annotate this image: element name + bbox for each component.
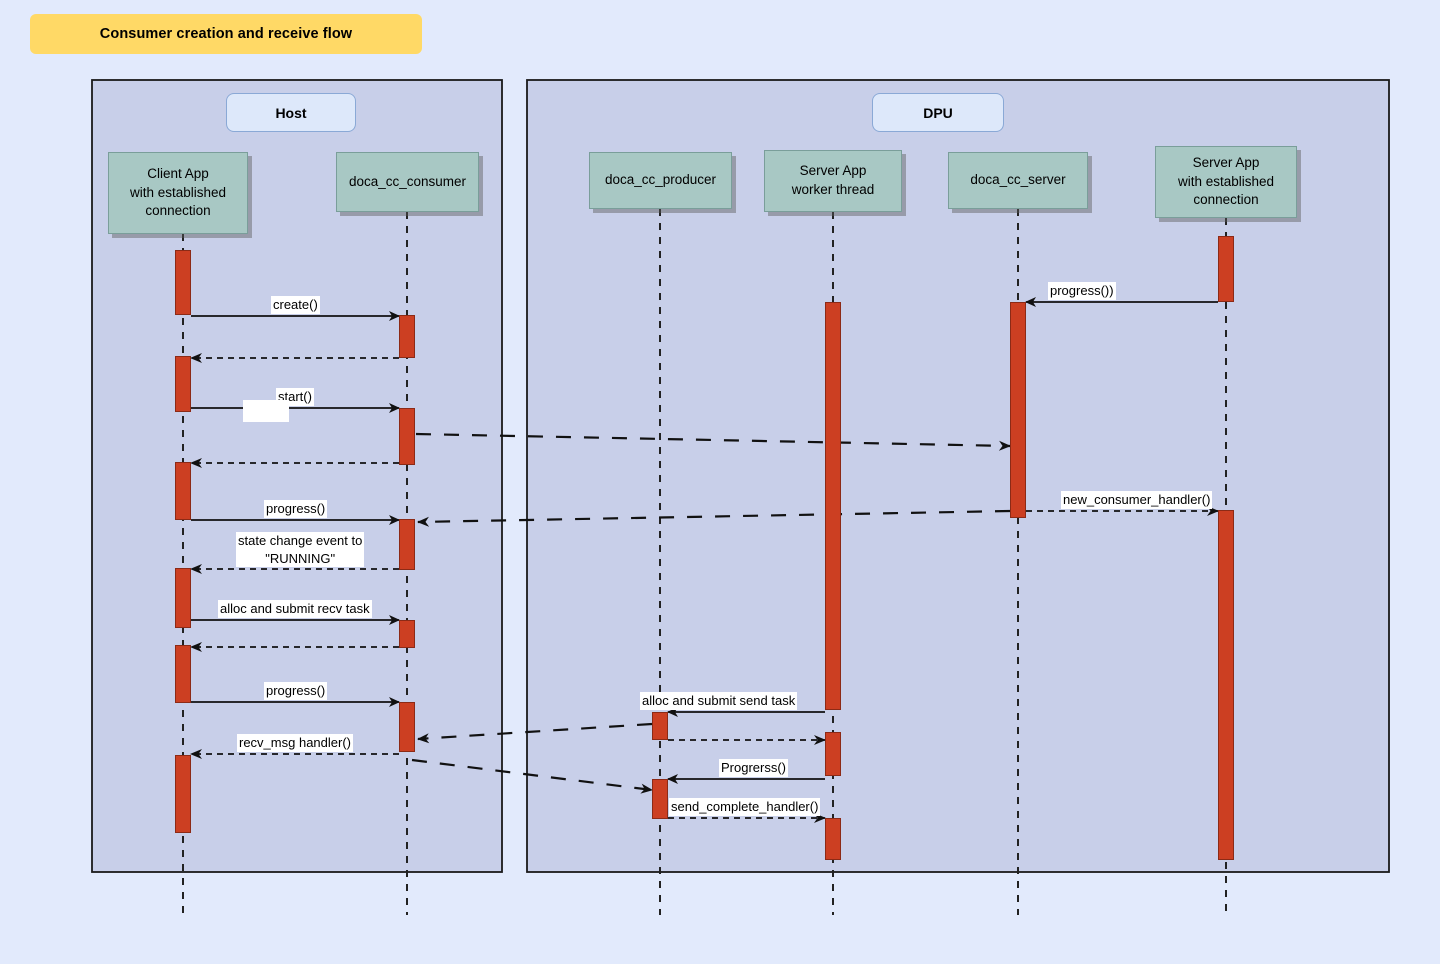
activation-bar-client-app — [175, 645, 191, 703]
participant-label: Client App with established connection — [129, 166, 227, 219]
activation-bar-doca-cc-server — [1010, 302, 1026, 518]
participant-doca-cc-producer: doca_cc_producer — [589, 152, 732, 209]
participant-doca-cc-server: doca_cc_server — [948, 152, 1088, 209]
participant-label: doca_cc_server — [970, 172, 1066, 188]
message-label-alloc-submit-send-task: alloc and submit send task — [640, 692, 798, 710]
message-label-alloc-submit-recv-task: alloc and submit recv task — [218, 600, 372, 618]
message-label-progress-host: progress() — [264, 500, 328, 518]
activation-bar-server-app-worker-thread — [825, 732, 841, 776]
message-label-state-change-event: state change event to "RUNNING" — [236, 532, 365, 568]
activation-bar-doca-cc-consumer — [399, 315, 415, 358]
message-arrow-server-to-consumer-async — [417, 509, 1011, 527]
participant-client-app: Client App with established connection — [108, 152, 248, 234]
diagram-title: Consumer creation and receive flow — [99, 26, 353, 42]
frame-label-dpu: DPU — [872, 93, 1004, 132]
participant-doca-cc-consumer: doca_cc_consumer — [336, 152, 479, 212]
message-label-progrerss: Progrerss() — [719, 759, 789, 777]
message-arrow-consumer-to-producer-async — [411, 758, 653, 794]
frame-label-host: Host — [226, 93, 356, 132]
messages-group — [190, 297, 1219, 823]
participant-label: Server App with established connection — [1177, 155, 1275, 208]
activation-bar-doca-cc-consumer — [399, 519, 415, 570]
message-label-send-complete-handler: send_complete_handler() — [669, 798, 821, 816]
activation-bar-client-app — [175, 356, 191, 412]
diagram-title-banner: Consumer creation and receive flow — [30, 14, 422, 54]
activation-bar-server-app-connection — [1218, 236, 1234, 302]
activation-bar-doca-cc-consumer — [399, 620, 415, 648]
participant-label: Server App worker thread — [791, 163, 875, 197]
participant-server-app-connection: Server App with established connection — [1155, 146, 1297, 218]
activation-bar-client-app — [175, 755, 191, 833]
message-label-recv-msg-handler: recv_msg handler() — [237, 734, 353, 752]
activation-bar-doca-cc-producer — [652, 712, 668, 740]
activation-bar-client-app — [175, 568, 191, 628]
activation-bar-server-app-worker-thread — [825, 302, 841, 710]
activation-bar-client-app — [175, 250, 191, 315]
activation-bar-server-app-connection — [1218, 510, 1234, 860]
message-label-progress-host-2: progress() — [264, 682, 328, 700]
start-label-blank-box — [243, 400, 289, 422]
message-label-create: create() — [271, 296, 320, 314]
activation-bar-doca-cc-producer — [652, 779, 668, 819]
participant-label: doca_cc_producer — [604, 172, 717, 188]
activation-bar-server-app-worker-thread — [825, 818, 841, 860]
activation-bar-doca-cc-consumer — [399, 702, 415, 752]
message-label-new-consumer-handler: new_consumer_handler() — [1061, 491, 1213, 509]
activation-bar-client-app — [175, 462, 191, 520]
participant-label: doca_cc_consumer — [348, 173, 467, 189]
activation-bar-doca-cc-consumer — [399, 408, 415, 465]
message-label-progress-server-rpc: progress()) — [1048, 282, 1116, 300]
participant-server-app-worker-thread: Server App worker thread — [764, 150, 902, 212]
message-arrow-producer-to-consumer-async — [417, 722, 653, 744]
